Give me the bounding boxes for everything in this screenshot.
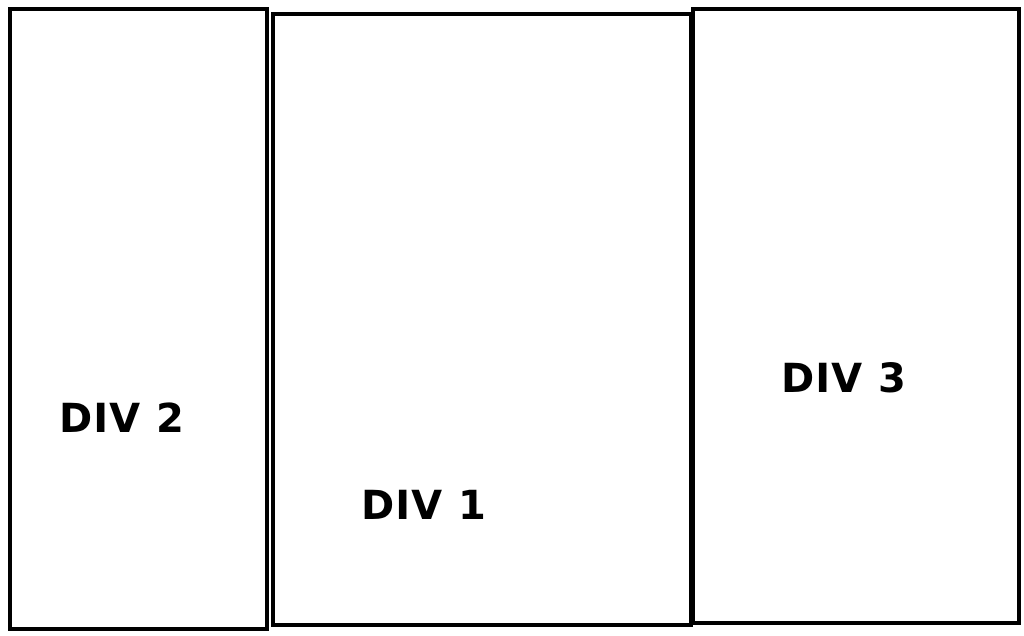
div-2-label: DIV 2 — [59, 396, 185, 442]
div-1-label: DIV 1 — [361, 483, 487, 529]
div-3-label: DIV 3 — [781, 356, 907, 402]
div-2-box: DIV 2 — [8, 7, 269, 631]
div-1-box: DIV 1 — [271, 12, 693, 627]
div-3-box: DIV 3 — [691, 7, 1021, 625]
